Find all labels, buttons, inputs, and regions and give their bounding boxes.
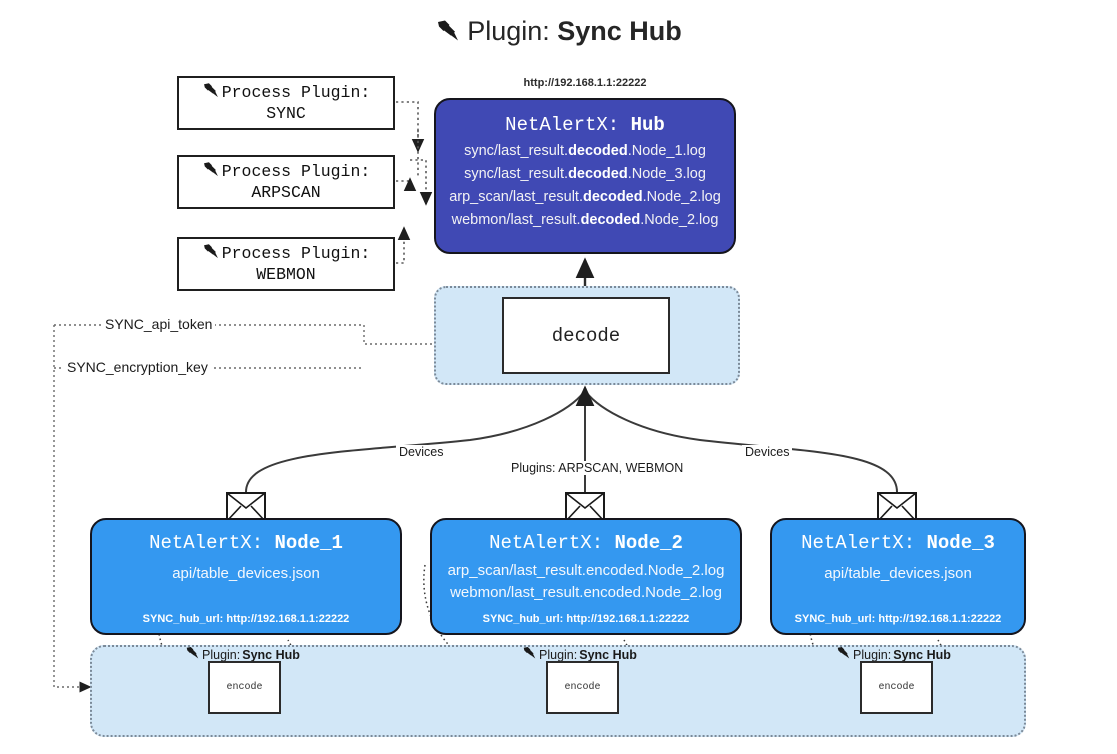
page-title-prefix: Plugin: — [467, 16, 550, 46]
process-plugin-sync-box[interactable]: Process Plugin: SYNC — [177, 76, 395, 130]
process-plugin-sync-name: SYNC — [266, 104, 306, 123]
plug-icon — [522, 646, 537, 663]
hub-title: NetAlertX: Hub — [436, 114, 734, 136]
node-1-title: NetAlertX: Node_1 — [149, 532, 343, 554]
plug-icon — [836, 646, 851, 663]
encoder-1-plugin-label: Plugin: Sync Hub — [185, 646, 300, 663]
node-2-title: NetAlertX: Node_2 — [489, 532, 683, 554]
process-plugin-arpscan-line1: Process Plugin: — [202, 161, 371, 184]
envelope-icon — [226, 492, 266, 522]
hub-node[interactable]: NetAlertX: Hub sync/last_result.decoded.… — [434, 98, 736, 254]
node-2[interactable]: NetAlertX: Node_2 arp_scan/last_result.e… — [430, 518, 742, 635]
process-plugin-arpscan-box[interactable]: Process Plugin: ARPSCAN — [177, 155, 395, 209]
sync-api-token-label: SYNC_api_token — [102, 316, 216, 332]
page-title-name: Sync Hub — [557, 16, 682, 46]
node-3-name: Node_3 — [926, 532, 995, 554]
node-3-title: NetAlertX: Node_3 — [801, 532, 995, 554]
node-1[interactable]: NetAlertX: Node_1 api/table_devices.json… — [90, 518, 402, 635]
plug-icon — [202, 243, 220, 266]
process-plugin-arpscan-name: ARPSCAN — [251, 183, 321, 202]
devices-right-label: Devices — [742, 445, 793, 459]
plug-icon — [202, 161, 220, 184]
hub-title-name: Hub — [630, 114, 665, 136]
process-plugin-sync-label: Process Plugin: — [221, 83, 371, 103]
node-3[interactable]: NetAlertX: Node_3 api/table_devices.json… — [770, 518, 1026, 635]
hub-log-line: sync/last_result.decoded.Node_1.log — [464, 143, 706, 159]
plug-icon — [202, 82, 220, 105]
sync-encryption-key-label: SYNC_encryption_key — [64, 359, 211, 375]
node-1-line: api/table_devices.json — [172, 565, 320, 582]
node-1-name: Node_1 — [274, 532, 343, 554]
process-plugin-sync-line1: Process Plugin: — [202, 82, 371, 105]
envelope-icon — [565, 492, 605, 522]
node-2-name: Node_2 — [614, 532, 683, 554]
encode-box-1[interactable]: encode — [208, 661, 281, 714]
node-3-line: api/table_devices.json — [824, 565, 972, 582]
process-plugin-webmon-name: WEBMON — [256, 265, 316, 284]
process-plugin-webmon-line1: Process Plugin: — [202, 243, 371, 266]
node-3-footer: SYNC_hub_url: http://192.168.1.1:22222 — [794, 613, 1002, 625]
process-plugin-webmon-label: Process Plugin: — [221, 244, 371, 264]
page-title: Plugin: Sync Hub — [0, 16, 1117, 50]
encoder-2-plugin-label: Plugin: Sync Hub — [522, 646, 637, 663]
plug-icon — [185, 646, 200, 663]
encode-box-2[interactable]: encode — [546, 661, 619, 714]
envelope-icon — [877, 492, 917, 522]
node-2-line: arp_scan/last_result.encoded.Node_2.log — [447, 562, 725, 579]
encode-box-3[interactable]: encode — [860, 661, 933, 714]
hub-log-line: arp_scan/last_result.decoded.Node_2.log — [449, 189, 721, 205]
node-2-line: webmon/last_result.encoded.Node_2.log — [450, 584, 722, 601]
hub-title-prefix: NetAlertX: — [505, 114, 631, 136]
hub-url-label: http://192.168.1.1:22222 — [523, 77, 647, 89]
decode-box[interactable]: decode — [502, 297, 670, 374]
hub-log-line: sync/last_result.decoded.Node_3.log — [464, 166, 706, 182]
plugins-center-label: Plugins: ARPSCAN, WEBMON — [508, 461, 687, 475]
node-1-footer: SYNC_hub_url: http://192.168.1.1:22222 — [142, 613, 350, 625]
plug-icon — [435, 19, 461, 50]
node-2-footer: SYNC_hub_url: http://192.168.1.1:22222 — [482, 613, 690, 625]
process-plugin-webmon-box[interactable]: Process Plugin: WEBMON — [177, 237, 395, 291]
devices-left-label: Devices — [396, 445, 447, 459]
encoder-3-plugin-label: Plugin: Sync Hub — [836, 646, 951, 663]
hub-log-line: webmon/last_result.decoded.Node_2.log — [451, 212, 719, 228]
process-plugin-arpscan-label: Process Plugin: — [221, 162, 371, 182]
